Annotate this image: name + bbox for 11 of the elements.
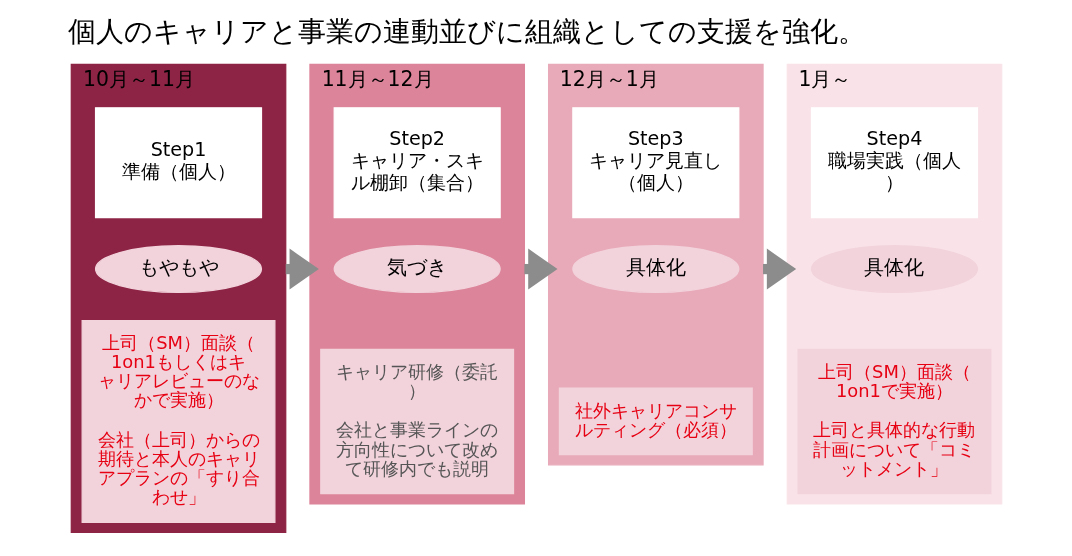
node-ellipse: もやもや [94,245,262,294]
node-box: Step1 準備（個人） [94,107,262,219]
node-box: Step4 職場実践（個人） [810,107,978,219]
diagram-title: 個人のキャリアと事業の連動並びに組織としての支援を強化。 [67,14,866,48]
node-box: キャリア研修（委託） 会社と事業ラインの方向性について改めて研修内でも説明 [319,348,514,495]
node-box: Step2 キャリア・スキル棚卸（集合） [333,107,501,219]
node-ellipse: 気づき [333,245,501,294]
node-ellipse: 具体化 [571,245,739,294]
node-box: 社外キャリアコンサルティング（必須） [558,387,753,456]
node-box: 上司（SM）面談（1on1もしくはキャリアレビューのなかで実施） 会社（上司）からの期待と本人のキャリアプランの「すり合わせ」 [81,319,275,523]
node-box: Step3 キャリア見直し（個人） [571,107,739,219]
